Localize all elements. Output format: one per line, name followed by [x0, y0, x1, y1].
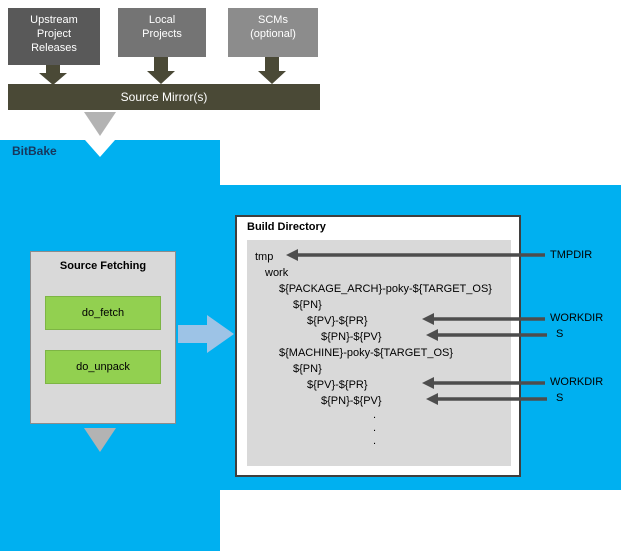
- pointer-label-s-2: S: [556, 392, 564, 404]
- ellipsis-dot: .: [373, 409, 377, 421]
- tree-item-work: work: [265, 267, 289, 279]
- tree-item-pn-pv: ${PN}-${PV}: [321, 331, 382, 343]
- pointer-label-s-1: S: [556, 328, 564, 340]
- pointer-label-workdir-1: WORKDIR: [550, 312, 604, 324]
- source-mirrors-bar: Source Mirror(s): [8, 84, 320, 110]
- tree-item-pn-pv-2: ${PN}-${PV}: [321, 395, 382, 407]
- tree-item-tmp: tmp: [255, 251, 274, 263]
- tree-item-pn-2: ${PN}: [293, 363, 322, 375]
- pointer-label-tmpdir: TMPDIR: [550, 249, 593, 261]
- tree-item-package-arch: ${PACKAGE_ARCH}-poky-${TARGET_OS}: [279, 283, 492, 295]
- bitbake-label: BitBake: [12, 144, 57, 158]
- local-projects-box: Local Projects: [118, 8, 206, 57]
- directory-tree-panel: tmp work ${PACKAGE_ARCH}-poky-${TARGET_O…: [247, 240, 511, 466]
- upstream-project-releases-box: Upstream Project Releases: [8, 8, 100, 65]
- scms-optional-box: SCMs (optional): [228, 8, 318, 57]
- tree-item-pn: ${PN}: [293, 299, 322, 311]
- do-unpack-task: do_unpack: [45, 350, 161, 384]
- build-directory-box: Build Directory tmp work ${PACKAGE_ARCH}…: [235, 215, 521, 477]
- build-directory-title: Build Directory: [247, 221, 326, 233]
- tree-item-pv-pr-2: ${PV}-${PR}: [307, 379, 368, 391]
- ellipsis-dot: .: [373, 422, 377, 434]
- source-fetching-box: Source Fetching do_fetch do_unpack: [30, 251, 176, 424]
- tree-ellipsis: . . .: [373, 409, 376, 448]
- tree-item-machine: ${MACHINE}-poky-${TARGET_OS}: [279, 347, 454, 359]
- do-fetch-task: do_fetch: [45, 296, 161, 330]
- tree-item-pv-pr: ${PV}-${PR}: [307, 315, 368, 327]
- source-fetching-title: Source Fetching: [59, 260, 147, 272]
- ellipsis-dot: .: [373, 435, 377, 447]
- pointer-label-workdir-2: WORKDIR: [550, 376, 604, 388]
